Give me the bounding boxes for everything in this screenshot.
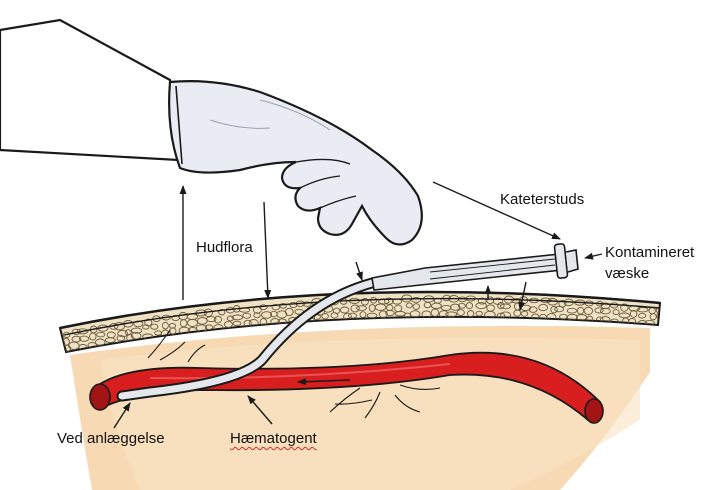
- label-haematogent: Hæmatogent: [230, 430, 317, 448]
- label-kateterstuds: Kateterstuds: [500, 191, 584, 209]
- label-ved-anlaeggelse: Ved anlæggelse: [57, 430, 165, 448]
- label-hudflora: Hudflora: [196, 239, 253, 257]
- label-vaeske: væske: [605, 265, 649, 283]
- gloved-hand-icon: [0, 20, 422, 245]
- sleeve: [0, 20, 178, 160]
- fat-cell: [658, 322, 666, 329]
- label-kontamineret: Kontamineret: [605, 244, 694, 262]
